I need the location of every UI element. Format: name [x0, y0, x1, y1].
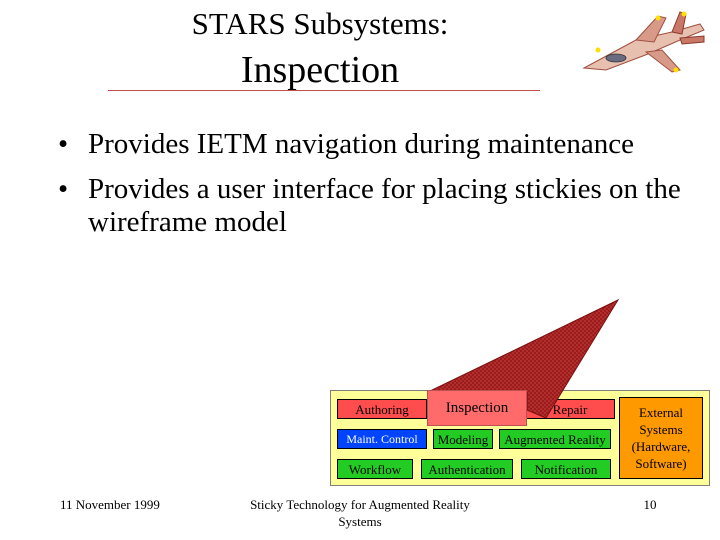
box-inspection-highlighted: Inspection — [427, 390, 527, 426]
footer-title: Sticky Technology for Augmented Reality … — [250, 497, 470, 529]
box-augmented-reality: Augmented Reality — [499, 429, 611, 449]
subsystem-diagram: Authoring Repair Maint. Control Modeling… — [330, 390, 710, 486]
box-authentication: Authentication — [421, 459, 513, 479]
box-workflow: Workflow — [337, 459, 413, 479]
bullet-dot: • — [58, 128, 69, 160]
bullet-text: Provides a user interface for placing st… — [88, 173, 681, 238]
title-divider — [108, 90, 540, 91]
footer-date: 11 November 1999 — [60, 497, 160, 512]
bullet-item: • Provides a user interface for placing … — [0, 173, 720, 243]
box-notification: Notification — [521, 459, 611, 479]
bullet-dot: • — [58, 173, 69, 205]
slide-title: STARS Subsystems: — [191, 6, 449, 41]
slide-subtitle: Inspection — [240, 49, 400, 91]
bullet-text: Provides IETM navigation during maintena… — [88, 128, 635, 160]
box-authoring: Authoring — [337, 399, 427, 419]
box-external-systems: External Systems (Hardware, Software) — [619, 397, 703, 479]
box-maint-control: Maint. Control — [337, 429, 427, 449]
page-number: 10 — [643, 497, 657, 512]
bullet-item: • Provides IETM navigation during mainte… — [0, 128, 720, 162]
box-modeling: Modeling — [433, 429, 493, 449]
fighter-jet-icon — [582, 11, 705, 73]
box-repair: Repair — [525, 399, 615, 419]
